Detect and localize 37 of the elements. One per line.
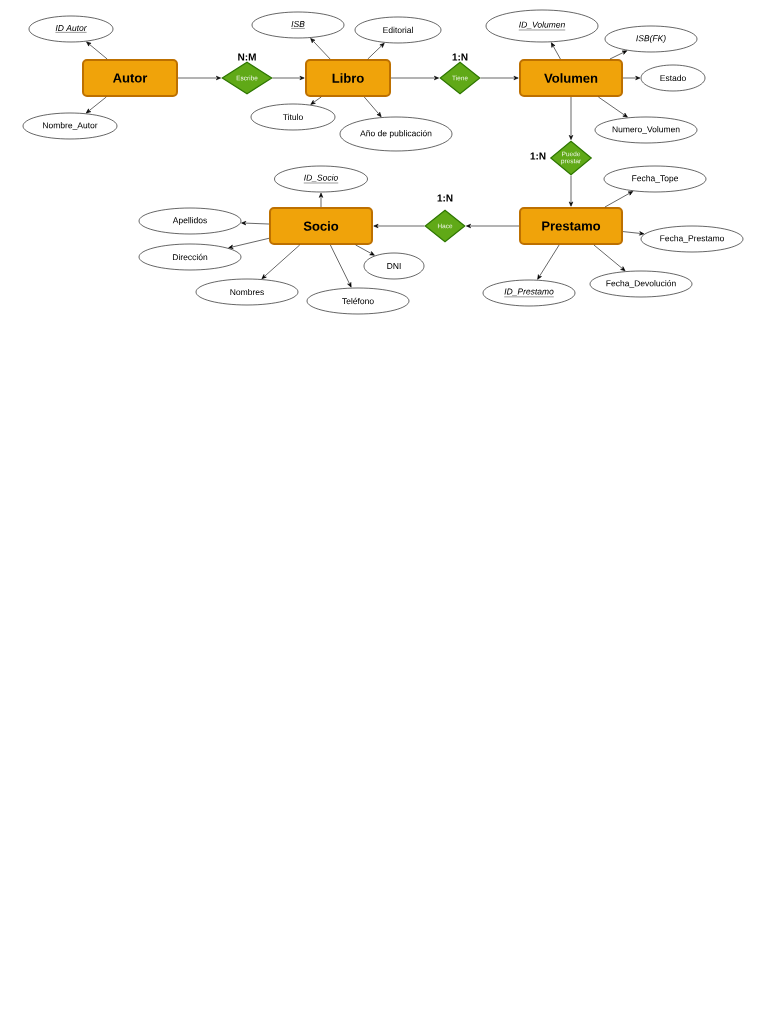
arrow [537,244,560,280]
entity-box: Autor [82,59,178,97]
arrow [86,96,107,114]
arrow [604,191,634,208]
arrow [568,175,574,207]
arrow [609,50,628,60]
entity-box: Prestamo [519,207,623,245]
arrow [310,38,331,60]
arrow [272,75,305,81]
arrow [355,244,375,256]
arrow [622,231,645,236]
cardinality-label: 1:N [437,194,453,202]
arrow [86,41,108,60]
arrow [622,75,641,81]
arrow [363,96,382,117]
arrow [310,96,322,105]
arrow [318,192,324,208]
arrow [373,223,425,229]
arrow [177,75,221,81]
arrow [330,244,352,288]
arrow [551,42,561,60]
arrow [598,96,628,118]
arrow [261,244,300,279]
arrow [568,96,574,140]
cardinality-label: N:M [238,53,256,61]
entity-box: Volumen [519,59,623,97]
arrow [593,244,626,272]
arrow [228,238,270,249]
arrow [241,221,270,226]
entity-box: Libro [305,59,391,97]
cardinality-label: 1:N [452,53,468,61]
entity-box: Socio [269,207,373,245]
arrow [390,75,439,81]
arrow [466,223,520,229]
arrow [480,75,519,81]
arrow [367,42,385,60]
cardinality-label: 1:N [530,152,546,160]
